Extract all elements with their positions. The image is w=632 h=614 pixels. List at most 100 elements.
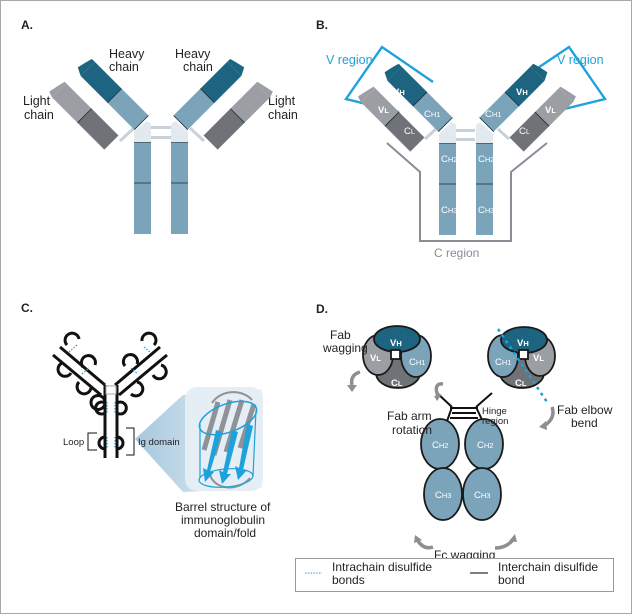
c-region-bracket	[386, 142, 548, 242]
panel-b: B. V region V region C region CH2 CH2 CH…	[316, 18, 607, 260]
ch3-right-label: CH3	[478, 205, 494, 216]
ig-domain-label: Ig domain	[138, 437, 180, 448]
heavy-chain-right-label-2: chain	[183, 60, 213, 74]
vl-right-label: VL	[533, 353, 544, 364]
legend-box	[295, 558, 614, 592]
v-region-left-label: V region	[326, 53, 373, 67]
panel-a: A. Heavy chain Heavy chain Light chain L…	[21, 18, 298, 234]
fab-wagging-label-2: wagging	[322, 341, 368, 355]
motion-arrows	[349, 370, 555, 550]
barrel-structure	[198, 391, 258, 489]
interchain-label-1: Interchain disulfide	[498, 560, 598, 574]
vl-left-label: VL	[378, 105, 389, 116]
interchain-label-2: bond	[498, 573, 525, 587]
fc-left-stem	[134, 141, 151, 234]
fab-right	[487, 326, 556, 389]
hinge-bond	[456, 138, 475, 141]
light-heavy-bond	[118, 126, 136, 143]
panel-d-letter: D.	[316, 302, 328, 316]
hinge-region-label-2: region	[482, 416, 508, 427]
hinge-region-label-1: Hinge	[482, 406, 507, 417]
hinge-bond	[456, 129, 475, 132]
fab-wagging-label-1: Fab	[330, 328, 351, 342]
cl-left-label: CL	[404, 126, 415, 137]
hinge	[105, 385, 117, 395]
heavy-chain-left-arm	[384, 63, 453, 132]
light-chain-left-arm	[49, 81, 119, 150]
vh-left-label: VH	[390, 338, 402, 349]
vh-right-label: VH	[517, 338, 529, 349]
cl-left-label: CL	[391, 378, 403, 389]
hinge-right	[476, 122, 493, 143]
loop-label: Loop	[63, 437, 84, 448]
light-chain-left-label-1: Light	[23, 94, 51, 108]
ch1-right-label: CH1	[485, 109, 501, 120]
arrowheads	[347, 385, 547, 543]
light-chain-right-arm	[203, 81, 273, 150]
cl-left-label: CL	[391, 389, 396, 398]
ig-y-skeleton	[52, 331, 168, 458]
ch2-right-label: CH2	[478, 154, 494, 165]
loop-bracket	[87, 432, 97, 451]
intrachain-label-1: Intrachain disulfide	[332, 560, 432, 574]
hinge-bond	[151, 126, 173, 129]
elbow-axis	[496, 328, 549, 403]
cl-right-label: CL	[519, 126, 530, 137]
hinge-left	[439, 122, 456, 143]
panel-a-letter: A.	[21, 18, 33, 32]
panel-c: C.	[21, 301, 271, 540]
ch1-left-label: CH1	[409, 357, 425, 368]
ch3-left-label: CH3	[435, 490, 451, 501]
vl-left-label: VL	[370, 353, 381, 364]
fc-region	[420, 418, 504, 521]
fab-wagging-arrow	[349, 370, 361, 386]
panel-c-letter: C.	[21, 301, 33, 315]
barrel-caption-line2: immunoglobulin	[181, 513, 265, 527]
ig-domain-bracket	[126, 427, 135, 456]
fab-elbow-bend-label-1: Fab elbow	[557, 403, 613, 417]
heavy-chain-right-arm	[479, 63, 548, 132]
fc-wagging-left-arrow	[416, 539, 434, 550]
light-chain-left-arm	[358, 86, 425, 152]
light-chain-right-label-1: Light	[268, 94, 296, 108]
light-heavy-bond	[496, 127, 511, 141]
hinge-bond	[151, 136, 173, 139]
fab-arm-rotation-arrow	[434, 382, 444, 397]
light-chain-right-label-2: chain	[268, 108, 298, 122]
vh-left-label: VH	[393, 87, 405, 98]
legend: Intrachain disulfide bonds Interchain di…	[295, 558, 614, 592]
intrachain-bonds	[68, 344, 152, 449]
heavy-chain-left-label-1: Heavy	[109, 47, 145, 61]
fc-right-stem	[171, 141, 188, 234]
v-region-right-label: V region	[557, 53, 604, 67]
ch3-left-label: CH3	[441, 205, 457, 216]
panel-d: D.	[316, 302, 613, 562]
ch1-right-label: CH1	[495, 357, 511, 368]
heavy-chain-right-label-1: Heavy	[175, 47, 211, 61]
ch2-left-label: CH2	[441, 154, 457, 165]
heavy-chain-right-arm	[173, 58, 245, 130]
light-heavy-bond	[423, 127, 438, 141]
cl-right-label: CL	[515, 378, 527, 389]
hinge-right	[171, 121, 188, 142]
v-region-bracket-right	[516, 45, 607, 114]
fab-elbow-bend-label-2: bend	[571, 416, 598, 430]
light-chain-right-arm	[509, 86, 576, 152]
fab-left	[362, 325, 432, 389]
light-heavy-bond	[188, 126, 206, 143]
heavy-chain-left-label-2: chain	[109, 60, 139, 74]
panel-b-letter: B.	[316, 18, 328, 32]
barrel-caption-line3: domain/fold	[194, 526, 256, 540]
hinge-left	[134, 121, 151, 142]
fc-wagging-right-arrow	[494, 538, 515, 550]
ch1-left-label: CH1	[424, 109, 440, 120]
intrachain-label-2: bonds	[332, 573, 365, 587]
barrel-caption-line1: Barrel structure of	[175, 500, 271, 514]
ch2-left-label: CH2	[432, 440, 448, 451]
ch2-right-label: CH2	[477, 440, 493, 451]
vl-right-label: VL	[545, 105, 556, 116]
c-region-label: C region	[434, 246, 479, 260]
light-chain-left-label-2: chain	[24, 108, 54, 122]
heavy-chain-left-arm	[77, 58, 149, 130]
